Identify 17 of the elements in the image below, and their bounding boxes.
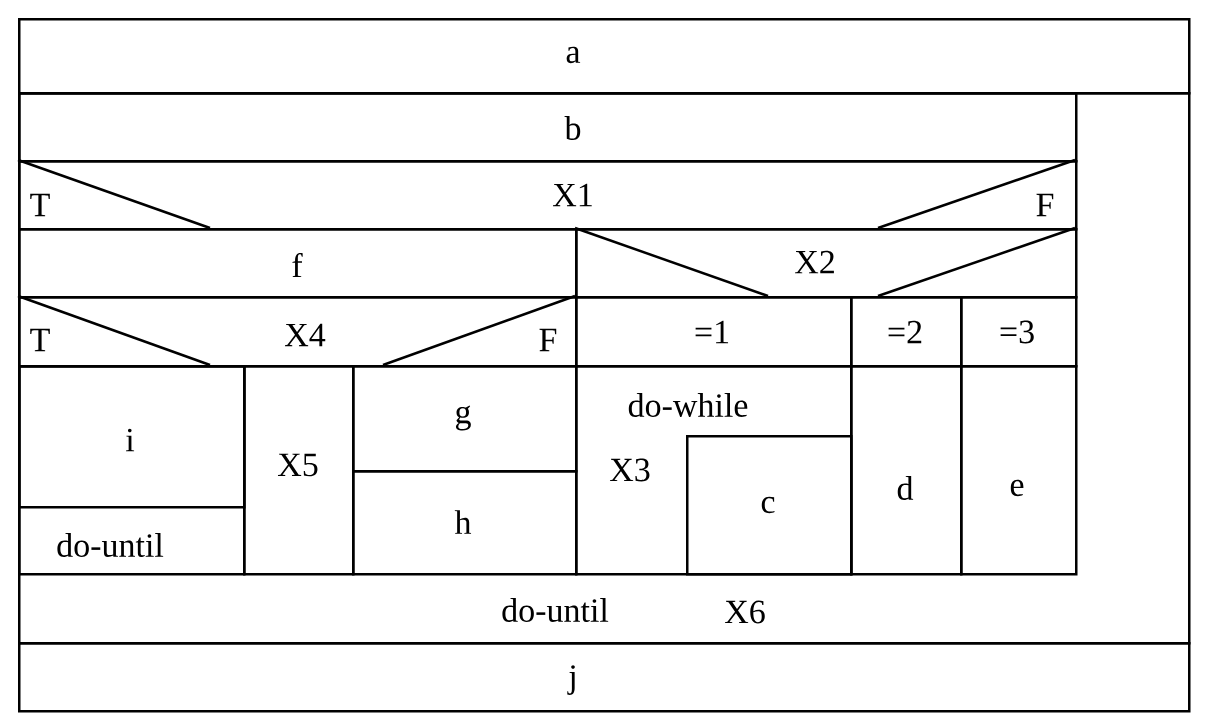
process-box: b	[18, 92, 1078, 163]
process-box: f	[18, 228, 578, 299]
process-box: g	[352, 365, 578, 473]
process-box: a	[18, 18, 1191, 95]
case-box: =2	[850, 296, 963, 368]
process-box: d	[850, 365, 963, 576]
process-box: X5	[243, 365, 355, 576]
process-box: h	[352, 470, 578, 576]
process-box: c	[686, 435, 853, 576]
case-box: =1	[575, 296, 853, 368]
process-box: j	[18, 642, 1191, 713]
case-box: =3	[960, 296, 1078, 368]
decision-band: T X1 F	[17, 158, 1078, 231]
decision-band: T X4 F	[17, 294, 578, 368]
process-box: i	[18, 365, 246, 509]
decision-band: X2	[574, 226, 1078, 299]
process-box: e	[960, 365, 1078, 576]
